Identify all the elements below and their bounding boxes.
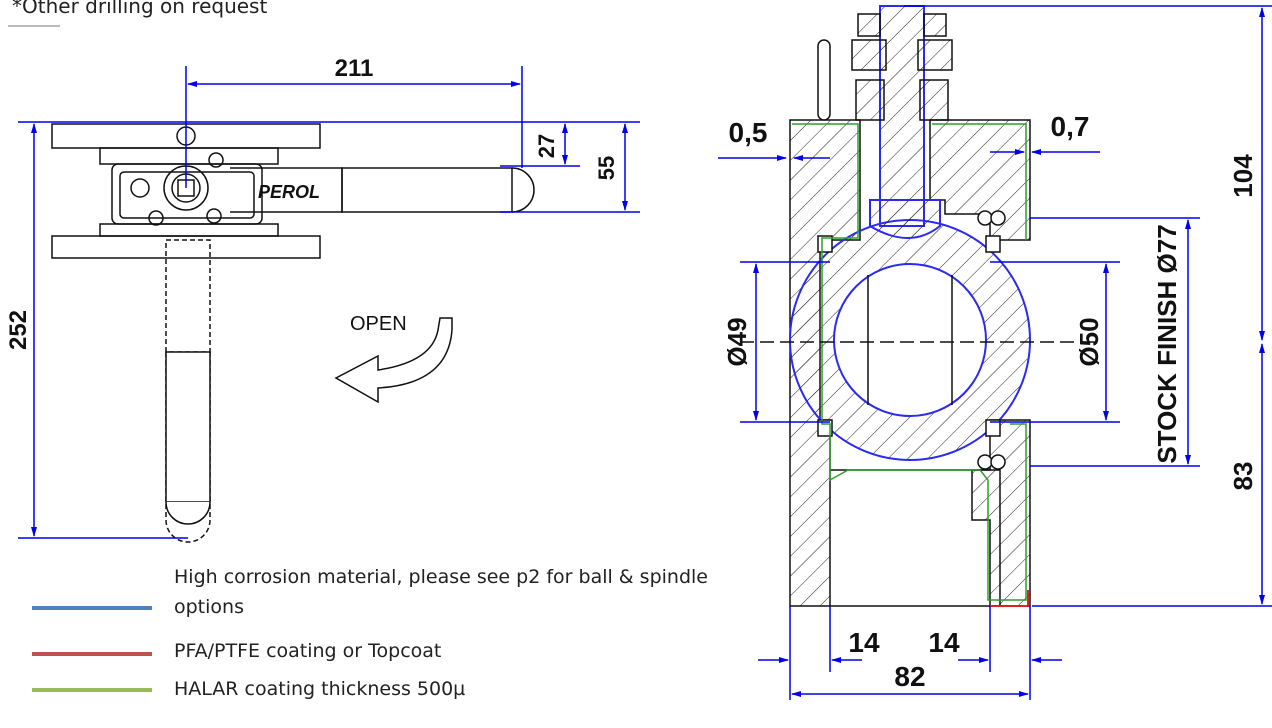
drilling-note: *Other drilling on request (12, 0, 268, 18)
dim-83: 83 (1228, 462, 1258, 491)
dim-252: 252 (5, 310, 32, 350)
legend-item-high-corrosion: High corrosion material, please see p2 f… (174, 566, 708, 618)
dim-82: 82 (894, 661, 925, 692)
section-dimensions (718, 5, 1272, 700)
dim-14-left: 14 (848, 627, 880, 658)
dim-27: 27 (534, 134, 559, 158)
rotate-arrow-icon (334, 317, 453, 404)
dim-14-right: 14 (928, 627, 960, 658)
dim-bore-50: Ø50 (1074, 317, 1104, 366)
legend-swatches (32, 606, 152, 692)
dim-0-5: 0,5 (729, 117, 768, 148)
dim-55: 55 (594, 156, 619, 180)
legend-item-halar: HALAR coating thickness 500µ (174, 678, 466, 700)
dim-stock-finish: STOCK FINISH Ø77 (1152, 224, 1182, 463)
dim-104: 104 (1228, 154, 1258, 198)
section-view (740, 5, 1100, 607)
side-view (51, 66, 535, 543)
legend-swatch (32, 652, 152, 656)
side-dimensions (18, 66, 640, 539)
dim-211: 211 (335, 55, 374, 82)
open-label: OPEN (350, 313, 407, 335)
dim-0-7: 0,7 (1051, 111, 1090, 142)
brand-label: PEROL (258, 182, 320, 202)
legend-item-pfa: PFA/PTFE coating or Topcoat (174, 640, 442, 662)
legend-swatch (32, 606, 152, 610)
dim-bore-49: Ø49 (722, 317, 752, 366)
legend-swatch (32, 688, 152, 692)
